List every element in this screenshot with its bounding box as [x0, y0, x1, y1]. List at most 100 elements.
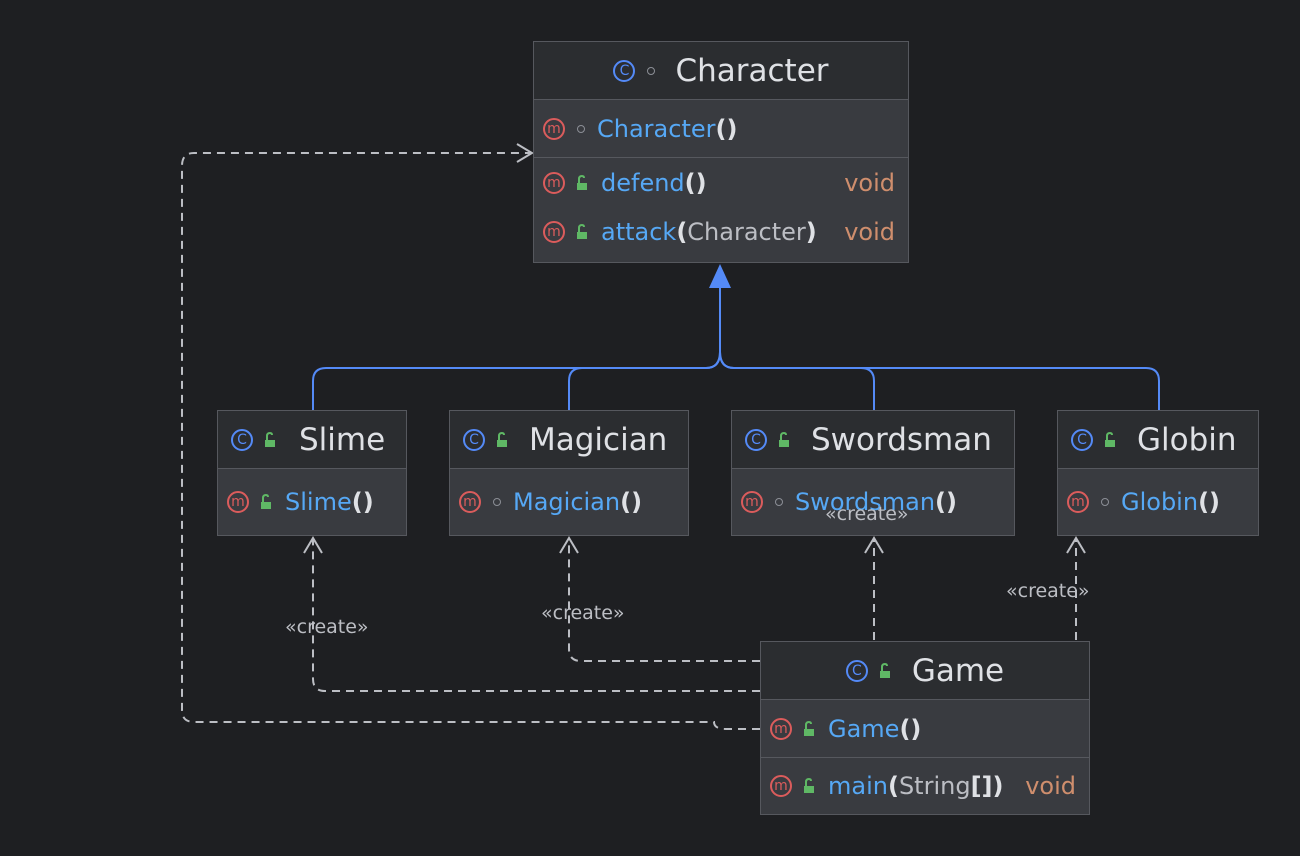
- inheritance-edge-slime: [312, 351, 721, 410]
- inheritance-edge-magician: [568, 351, 721, 410]
- public-lock-icon: [263, 431, 277, 448]
- method-icon: m: [1067, 491, 1089, 513]
- constructor-parens: (): [715, 114, 738, 143]
- package-private-icon: [1101, 498, 1109, 506]
- class-header: C Magician: [450, 411, 688, 469]
- class-box-swordsman[interactable]: C Swordsman m Swordsman(): [731, 410, 1015, 536]
- class-icon: C: [463, 428, 485, 451]
- constructor-name: Character: [597, 114, 716, 143]
- dependency-edge-slime: [312, 540, 760, 692]
- method-icon: m: [770, 775, 792, 797]
- package-private-icon: [493, 498, 501, 506]
- public-lock-icon: [259, 494, 273, 510]
- dependency-arrowhead-slime: [303, 536, 323, 554]
- method-close-paren: []): [970, 772, 1004, 800]
- package-private-icon: [647, 66, 656, 75]
- create-label-slime: «create»: [285, 616, 369, 638]
- package-private-icon: [775, 498, 783, 506]
- method-row-main[interactable]: m main(String[]) void: [761, 758, 1089, 814]
- create-label-globin: «create»: [1006, 580, 1090, 602]
- constructor-row[interactable]: m Swordsman(): [732, 469, 1014, 535]
- class-header: C Slime: [218, 411, 406, 469]
- dependency-edge-character: [181, 152, 760, 730]
- method-icon: m: [770, 717, 792, 740]
- method-close-paren: ): [805, 218, 817, 246]
- public-lock-icon: [802, 720, 816, 737]
- public-lock-icon: [575, 224, 589, 240]
- constructor-row[interactable]: m Magician(): [450, 469, 688, 535]
- constructor-name: Magician: [513, 488, 621, 516]
- class-icon: C: [231, 428, 253, 451]
- dependency-arrowhead-globin: [1066, 536, 1086, 554]
- method-row-defend[interactable]: m defend() void: [534, 158, 908, 208]
- create-label-magician: «create»: [541, 602, 625, 624]
- class-icon: C: [745, 428, 767, 451]
- method-name: defend: [601, 169, 685, 197]
- constructor-row[interactable]: m Globin(): [1058, 469, 1258, 535]
- return-type: void: [1025, 772, 1076, 800]
- constructor-name: Slime: [285, 488, 352, 516]
- class-name: Slime: [299, 421, 386, 458]
- method-icon: m: [543, 117, 565, 140]
- method-name: attack: [601, 218, 677, 246]
- class-box-character[interactable]: C Character m Character() m defend() voi…: [533, 41, 909, 263]
- return-type: void: [844, 169, 895, 197]
- method-icon: m: [543, 221, 565, 243]
- public-lock-icon: [1103, 431, 1117, 448]
- dependency-arrowhead-character: [516, 143, 534, 163]
- package-private-icon: [577, 124, 585, 133]
- class-name: Game: [911, 652, 1005, 689]
- class-box-slime[interactable]: C Slime m Slime(): [217, 410, 407, 536]
- public-lock-icon: [495, 431, 509, 448]
- dependency-arrowhead-magician: [559, 536, 579, 554]
- method-open-paren: (: [684, 169, 696, 197]
- class-icon: C: [613, 59, 636, 82]
- public-lock-icon: [777, 431, 791, 448]
- class-header: C Globin: [1058, 411, 1258, 469]
- dependency-arrowhead-swordsman: [864, 536, 884, 554]
- class-icon: C: [1071, 428, 1093, 451]
- class-icon: C: [845, 659, 868, 682]
- class-box-game[interactable]: C Game m Game() m main(String[]) void: [760, 641, 1090, 815]
- class-header: C Swordsman: [732, 411, 1014, 469]
- constructor-row[interactable]: m Character(): [534, 100, 908, 158]
- constructor-parens: (): [351, 488, 374, 516]
- constructor-name: Game: [828, 714, 900, 743]
- class-name: Character: [675, 52, 829, 89]
- constructor-parens: (): [899, 714, 922, 743]
- method-icon: m: [741, 491, 763, 513]
- class-name: Magician: [529, 421, 668, 458]
- class-header: C Character: [534, 42, 908, 100]
- method-param-type: Character: [687, 218, 806, 246]
- method-row-attack[interactable]: m attack(Character) void: [534, 208, 908, 256]
- method-close-paren: ): [695, 169, 707, 197]
- constructor-parens: (): [620, 488, 643, 516]
- method-icon: m: [227, 491, 249, 513]
- method-icon: m: [459, 491, 481, 513]
- inheritance-edge-swordsman: [719, 351, 875, 410]
- method-icon: m: [543, 172, 565, 194]
- inheritance-edge-globin: [719, 351, 1160, 410]
- class-box-globin[interactable]: C Globin m Globin(): [1057, 410, 1259, 536]
- constructor-name: Swordsman: [795, 488, 936, 516]
- public-lock-icon: [878, 662, 892, 679]
- class-name: Swordsman: [811, 421, 992, 458]
- class-name: Globin: [1137, 421, 1237, 458]
- create-label-swordsman: «create»: [825, 503, 909, 525]
- constructor-row[interactable]: m Slime(): [218, 469, 406, 535]
- public-lock-icon: [575, 175, 589, 191]
- method-open-paren: (: [887, 772, 899, 800]
- class-header: C Game: [761, 642, 1089, 700]
- inheritance-arrowhead: [709, 264, 731, 288]
- dependency-edge-magician: [568, 540, 760, 662]
- constructor-row[interactable]: m Game(): [761, 700, 1089, 758]
- method-open-paren: (: [676, 218, 688, 246]
- constructor-parens: (): [935, 488, 957, 516]
- method-name: main: [828, 772, 888, 800]
- constructor-name: Globin: [1121, 488, 1199, 516]
- method-param-type: String: [898, 772, 971, 800]
- constructor-parens: (): [1198, 488, 1220, 516]
- return-type: void: [844, 218, 895, 246]
- class-box-magician[interactable]: C Magician m Magician(): [449, 410, 689, 536]
